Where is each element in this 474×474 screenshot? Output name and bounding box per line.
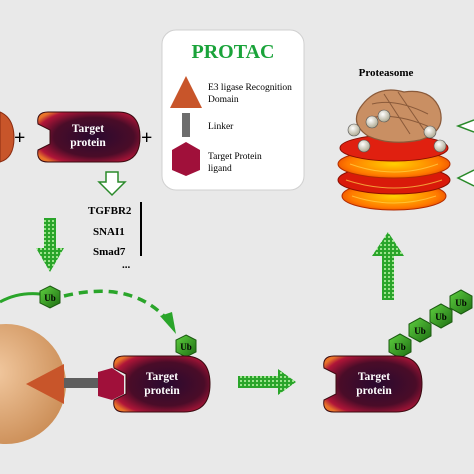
linker-bar (64, 378, 98, 388)
proteasome-label: Proteasome (359, 67, 414, 79)
target-list-item: SNAI1 (93, 226, 125, 238)
ubiquitin-chain: Ub Ub Ub Ub (388, 289, 473, 359)
target-list: TGFBR2 SNAI1 Smad7 ... (88, 202, 142, 271)
legend-item-label: ligand (208, 164, 232, 174)
legend-item-label: E3 ligase Recognition (208, 83, 292, 93)
target-protein-top: Target protein (37, 111, 141, 163)
target-protein-top-label-2: protein (70, 137, 106, 149)
partial-hollow-arrow (455, 119, 474, 133)
pentagon-icon (172, 142, 200, 176)
green-dashed-arrow (63, 289, 168, 320)
ubiquitin-label: Ub (455, 298, 467, 308)
target-protein-bottom-left-label-2: protein (144, 385, 180, 397)
legend-item-label: Domain (208, 95, 239, 105)
e3-ligase-partial-top (0, 111, 15, 163)
legend-item-label: Linker (208, 122, 234, 132)
plus-sign-2: + (141, 127, 152, 149)
triangle-icon (170, 76, 202, 108)
ubiquitin-label: Ub (44, 293, 56, 303)
target-list-item: Smad7 (93, 246, 126, 258)
green-dashed-arrowhead (160, 312, 176, 334)
ubiquitin-label: Ub (414, 326, 426, 336)
ubiquitin-hexagon: Ub (39, 285, 61, 309)
target-list-item: TGFBR2 (88, 205, 132, 217)
proteasome (337, 89, 451, 211)
target-protein-bottom-right-label-2: protein (356, 385, 392, 397)
ubiquitin-label: Ub (394, 342, 406, 352)
ubiquitin-label: Ub (180, 342, 192, 352)
target-list-item: ... (122, 259, 131, 271)
ubiquitin-hexagon: Ub (429, 303, 453, 329)
green-up-arrow (372, 232, 404, 300)
target-protein-top-label-1: Target (72, 123, 104, 135)
ubiquitin-hexagon: Ub (408, 317, 432, 343)
target-protein-bottom-left-label-1: Target (146, 371, 178, 383)
ubiquitin-hexagon: Ub (175, 334, 197, 358)
green-transfer-arc (0, 292, 41, 304)
plus-sign-1: + (14, 127, 25, 149)
linker-bar-icon (182, 113, 190, 137)
hollow-down-arrow (97, 171, 127, 197)
ubiquitin-hexagon: Ub (388, 333, 412, 359)
green-right-arrow (238, 369, 296, 395)
e3-recognition-triangle (26, 364, 64, 404)
target-protein-bottom-left: Target protein (113, 355, 211, 413)
target-protein-bottom-right: Target protein (323, 355, 423, 413)
partial-hollow-arrow (456, 169, 474, 187)
legend-title: PROTAC (192, 41, 275, 63)
protac-legend: PROTAC E3 ligase Recognition Domain Link… (161, 29, 305, 191)
target-ligand (98, 368, 124, 400)
target-protein-bottom-right-label-1: Target (358, 371, 390, 383)
legend-item-label: Target Protein (208, 152, 262, 162)
ubiquitin-hexagon: Ub (449, 289, 473, 315)
ubiquitin-label: Ub (435, 312, 447, 322)
green-down-arrow (36, 218, 64, 272)
